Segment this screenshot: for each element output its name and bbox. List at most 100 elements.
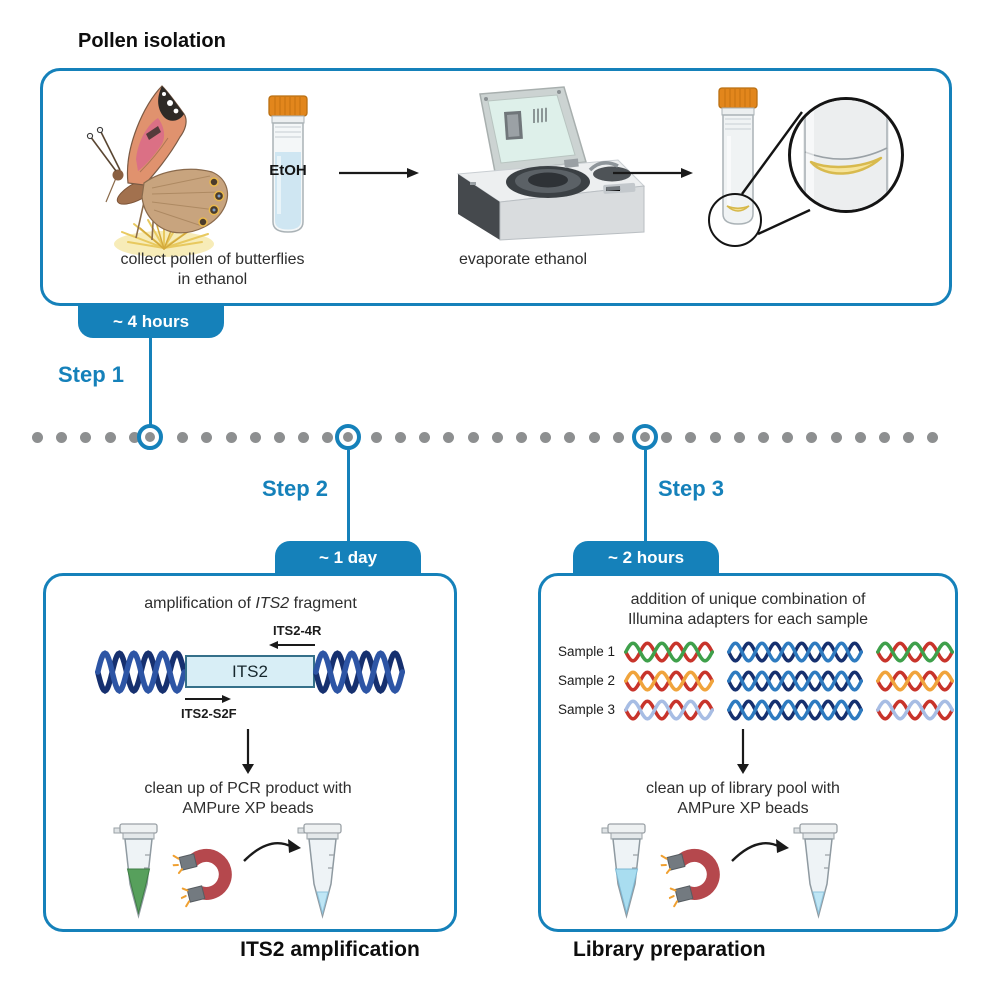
timeline-dot bbox=[443, 431, 455, 443]
timeline-dot bbox=[467, 431, 479, 443]
tube-green-icon bbox=[113, 823, 158, 919]
arrow-right-icon bbox=[613, 168, 693, 178]
timeline-dot bbox=[419, 431, 431, 443]
timeline-dot bbox=[274, 431, 285, 443]
timeline-dot bbox=[491, 431, 503, 443]
timeline-dot bbox=[56, 431, 68, 443]
arrow-down-icon bbox=[242, 729, 254, 774]
timeline-ring bbox=[335, 424, 361, 450]
timeline-dot bbox=[733, 431, 745, 443]
arrow-right-icon bbox=[339, 168, 419, 178]
timeline-dot bbox=[32, 431, 43, 443]
timeline-dot bbox=[879, 431, 890, 443]
timeline-dot bbox=[640, 432, 650, 442]
panel2-cleanup-caption: clean up of PCR product with AMPure XP b… bbox=[144, 780, 352, 817]
dna-helix-icon bbox=[624, 670, 714, 692]
caption-collect: collect pollen of butterflies in ethanol bbox=[120, 251, 305, 288]
timeline-dot bbox=[564, 431, 576, 443]
ethanol-tube-icon bbox=[268, 95, 308, 233]
tube-clean-icon bbox=[297, 823, 342, 919]
sample-3-label: Sample 3 bbox=[558, 702, 616, 717]
timeline-dot bbox=[806, 431, 818, 443]
panel3-cleanup-caption: clean up of library pool with AMPure XP … bbox=[646, 780, 840, 817]
timeline-dot bbox=[540, 431, 552, 443]
timeline-dot bbox=[104, 431, 116, 443]
step1-label: Step 1 bbox=[58, 362, 125, 387]
panel3-duration-badge: ~ 2 hours bbox=[573, 541, 719, 574]
step2-label: Step 2 bbox=[262, 476, 329, 501]
primer-arrow-icon bbox=[269, 641, 315, 649]
step2-connector bbox=[346, 450, 350, 541]
primer-reverse-label: ITS2-4R bbox=[273, 623, 322, 638]
timeline-dot bbox=[298, 431, 310, 443]
panel2-footer: ITS2 amplification bbox=[240, 938, 420, 961]
butterfly-hindwing bbox=[141, 168, 229, 234]
timeline-dot bbox=[128, 431, 140, 443]
dna-helix-icon bbox=[624, 641, 714, 663]
tube-clean-icon bbox=[793, 823, 838, 919]
panel2-duration-badge: ~ 1 day bbox=[275, 541, 421, 574]
panel2-box bbox=[43, 573, 457, 932]
step3-connector bbox=[643, 450, 647, 541]
timeline-dot bbox=[830, 431, 842, 443]
zoom-inset-small-circle bbox=[708, 193, 762, 247]
timeline-dot bbox=[395, 431, 406, 443]
timeline-dot bbox=[854, 431, 866, 443]
timeline-dot bbox=[370, 431, 382, 443]
butterfly-forewing bbox=[126, 85, 187, 186]
primer-forward-label: ITS2-S2F bbox=[181, 706, 237, 721]
step3-label: Step 3 bbox=[658, 476, 725, 501]
panel3-heading: addition of unique combination of Illumi… bbox=[627, 591, 869, 628]
curved-arrow-icon bbox=[243, 839, 301, 862]
butterfly-icon bbox=[86, 85, 229, 257]
timeline bbox=[0, 424, 996, 450]
timeline-dot bbox=[249, 431, 261, 443]
timeline-dot bbox=[225, 431, 237, 443]
panel1-title: Pollen isolation bbox=[78, 30, 226, 52]
sample-1-label: Sample 1 bbox=[558, 644, 616, 659]
arrow-down-icon bbox=[737, 729, 749, 774]
dna-helix-icon bbox=[624, 699, 714, 721]
dna-helix-icon bbox=[876, 699, 954, 721]
panel1-duration-badge: ~ 4 hours bbox=[78, 306, 224, 338]
timeline-dot bbox=[758, 431, 769, 443]
timeline-dot bbox=[661, 431, 673, 443]
panel2-heading: amplification of ITS2 fragment bbox=[144, 595, 357, 612]
vacuum-concentrator-icon bbox=[456, 86, 646, 241]
zoom-inset-icon bbox=[788, 97, 904, 213]
tube-blue-icon bbox=[601, 823, 646, 919]
magnet-icon bbox=[171, 848, 232, 908]
timeline-dot bbox=[685, 431, 697, 443]
ethanol-tube-label: EtOH bbox=[269, 162, 307, 179]
magnet-icon bbox=[659, 848, 720, 908]
sample-2-label: Sample 2 bbox=[558, 673, 616, 688]
timeline-dot bbox=[782, 431, 794, 443]
timeline-ring bbox=[137, 424, 163, 450]
timeline-dot bbox=[201, 431, 213, 443]
curved-arrow-icon bbox=[731, 839, 789, 862]
primer-arrow-icon bbox=[185, 695, 231, 703]
timeline-dot bbox=[322, 431, 334, 443]
zoom-inset-lines bbox=[741, 111, 811, 236]
timeline-dot bbox=[588, 431, 600, 443]
timeline-dot bbox=[145, 432, 155, 442]
its2-gene-box: ITS2 bbox=[185, 655, 315, 688]
dna-helix-icon bbox=[727, 670, 863, 692]
timeline-dot bbox=[177, 431, 189, 443]
dna-helix-icon bbox=[876, 670, 954, 692]
timeline-dot bbox=[927, 431, 939, 443]
timeline-ring bbox=[632, 424, 658, 450]
panel3-box bbox=[538, 573, 958, 932]
dna-helix-icon bbox=[876, 641, 954, 663]
timeline-dot bbox=[709, 431, 721, 443]
timeline-dot bbox=[343, 432, 353, 442]
dna-helix-icon bbox=[313, 650, 405, 694]
dna-helix-icon bbox=[727, 699, 863, 721]
timeline-dot bbox=[516, 431, 527, 443]
timeline-dot bbox=[612, 431, 624, 443]
timeline-dot bbox=[903, 431, 915, 443]
panel3-footer: Library preparation bbox=[573, 938, 766, 961]
caption-evaporate: evaporate ethanol bbox=[458, 251, 588, 268]
step1-connector bbox=[148, 338, 152, 425]
